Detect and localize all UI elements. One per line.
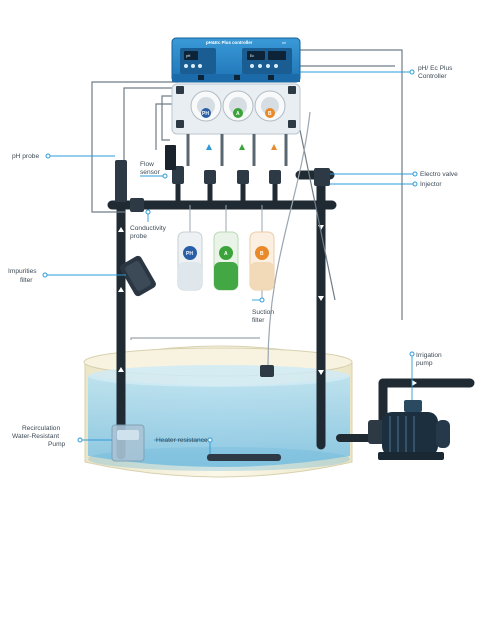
pump-a-badge-label: A — [236, 111, 240, 117]
controller-buttons — [184, 64, 278, 68]
ec-display-label: Ec — [250, 54, 254, 58]
ph-display — [184, 51, 198, 60]
ph-display-label: pH — [186, 54, 191, 58]
bottle-b-badge-label: B — [260, 251, 264, 257]
dosing-pumps: PH A B — [171, 83, 301, 166]
label-recirc-2: Water-Resistant — [12, 433, 59, 440]
water-body — [88, 376, 350, 467]
pump-a: A — [222, 90, 254, 122]
leader-dots — [42, 69, 418, 443]
heater-resistance — [207, 454, 281, 461]
pipework — [107, 170, 475, 460]
level-sensor — [260, 365, 274, 377]
label-suction-2: filter — [252, 317, 265, 324]
water-surface — [88, 365, 350, 387]
label-irrigation-2: pump — [416, 360, 433, 367]
label-impurities-1: Impurities — [8, 268, 37, 275]
bottle-ph-badge-label: PH — [186, 251, 193, 257]
controller-brand: mi — [282, 41, 286, 45]
arrow-right-irrigation — [412, 380, 417, 386]
pump-b-badge-label: B — [268, 111, 272, 117]
arrow-up-left-2 — [118, 287, 124, 292]
bottle-a-badge — [219, 246, 233, 260]
label-recirc-3: Pump — [48, 441, 66, 448]
bottle-ph-badge — [183, 246, 197, 260]
pump-ph-badge-label: PH — [202, 111, 209, 117]
arrow-up-left-3 — [118, 367, 124, 372]
arrow-down-right-2 — [318, 296, 324, 301]
pump-ph-badge — [201, 108, 211, 118]
label-recirc-1: Recirculation — [22, 425, 60, 432]
nutrient-bottles: PH A B — [177, 205, 275, 300]
label-ph-probe: pH probe — [12, 153, 39, 160]
flow-sensor — [165, 145, 176, 170]
label-electro-valve: Electro valve — [420, 171, 458, 178]
pump-b: B — [254, 90, 286, 122]
flow-arrows — [118, 225, 417, 386]
bottle-a: A — [213, 231, 239, 291]
label-controller-1: pH/ Ec Plus — [418, 65, 453, 72]
bottle-b-badge — [255, 246, 269, 260]
label-impurities-2: filter — [20, 277, 33, 284]
ph-ec-controller: pH&Ec Plus controller mi pH Ec — [171, 37, 301, 83]
electro-valve — [314, 168, 330, 186]
label-flow-sensor-2: sensor — [140, 169, 161, 176]
arrow-up-left — [118, 227, 124, 232]
recirculation-pump — [111, 424, 145, 462]
bottle-b: B — [249, 231, 275, 291]
ph-probe-holder — [115, 160, 127, 202]
pump-ph: PH — [190, 90, 222, 122]
impurities-filter-unit — [120, 255, 156, 297]
ec-display-2 — [268, 51, 286, 60]
label-injector: Injector — [420, 181, 442, 188]
cables — [91, 49, 403, 366]
arrow-down-right-3 — [318, 370, 324, 375]
label-heater: Heater resistance — [156, 437, 208, 444]
ec-display-1 — [247, 51, 265, 60]
leader-lines — [45, 71, 415, 454]
irrigation-pump — [368, 400, 450, 460]
callout-labels: pH probe Flow sensor Conductivity probe … — [8, 65, 458, 448]
label-conductivity-2: probe — [130, 233, 147, 240]
label-conductivity-1: Conductivity — [130, 225, 167, 232]
bottle-ph: PH — [177, 231, 203, 291]
label-controller-2: Controller — [418, 73, 447, 80]
fittings — [115, 145, 330, 212]
controller-title: pH&Ec Plus controller — [206, 40, 253, 45]
label-irrigation-1: Irrigation — [416, 352, 442, 359]
pump-a-badge — [233, 108, 243, 118]
reservoir-tank — [83, 345, 353, 478]
label-flow-sensor-1: Flow — [140, 161, 154, 168]
label-suction-1: Suction — [252, 309, 274, 316]
pump-b-badge — [265, 108, 275, 118]
bottle-a-badge-label: A — [224, 251, 228, 257]
